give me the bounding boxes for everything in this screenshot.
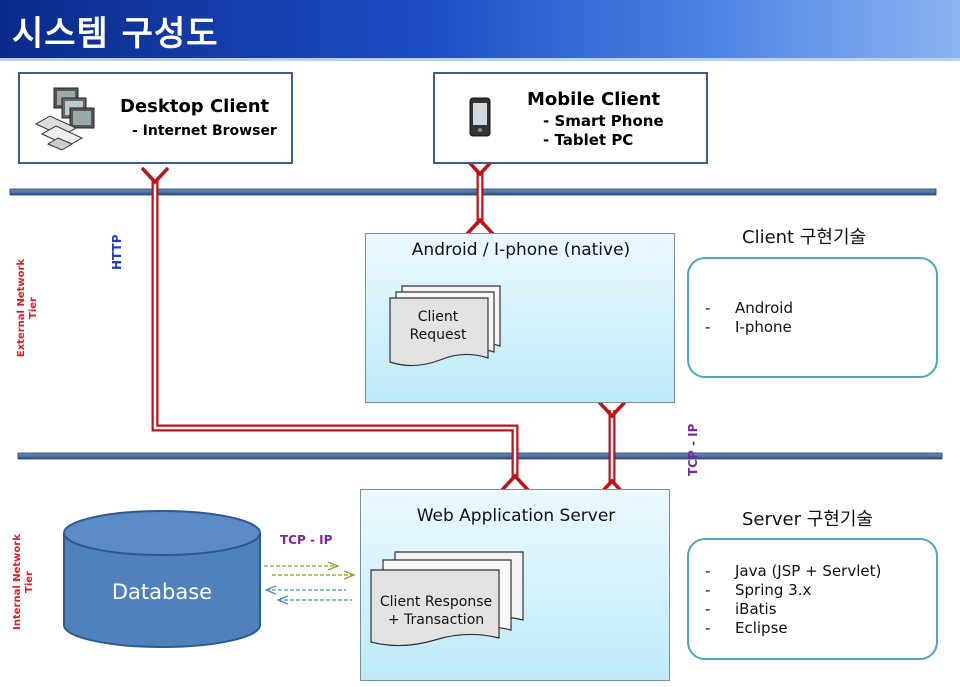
client-tier-panel: Android / I-phone (native) Client Reques…	[365, 233, 675, 403]
desktop-client-box: Desktop Client - Internet Browser	[18, 72, 293, 164]
title-underline	[0, 58, 960, 61]
http-label: HTTP	[110, 234, 124, 270]
server-tech-item: -Eclipse	[705, 619, 788, 637]
internal-network-line	[17, 452, 943, 460]
client-response-line-2: + Transaction	[387, 612, 485, 628]
external-network-line	[9, 188, 937, 196]
external-network-text: External Network	[16, 258, 27, 358]
tcp-ip-db-label: TCP - IP	[280, 533, 333, 547]
client-tier-title: Android / I-phone (native)	[411, 240, 631, 260]
smartphone-icon	[469, 97, 491, 137]
internal-tier-text: Tier	[24, 571, 35, 593]
external-network-tier-label: External Network Tier	[16, 258, 40, 358]
client-tech-item: -I-phone	[705, 318, 792, 336]
mobile-client-detail-1: - Smart Phone	[543, 112, 664, 130]
client-tech-item: -Android	[705, 299, 793, 317]
client-tech-item-text: I-phone	[735, 318, 792, 336]
mobile-client-box: Mobile Client - Smart Phone - Tablet PC	[433, 72, 708, 164]
desktop-client-title: Desktop Client	[120, 96, 270, 117]
title-bar: 시스템 구성도	[0, 0, 960, 58]
database-label: Database	[111, 580, 213, 604]
server-tier-title: Web Application Server	[416, 506, 616, 526]
server-tech-item: -Java (JSP + Servlet)	[705, 562, 882, 580]
client-request-line-1: Client	[417, 309, 459, 325]
page-title: 시스템 구성도	[12, 14, 219, 54]
client-response-line-1: Client Response	[379, 594, 493, 610]
db-data-arrows	[264, 561, 356, 605]
server-tech-box: -Java (JSP + Servlet) -Spring 3.x -iBati…	[687, 538, 938, 660]
server-tech-item: -Spring 3.x	[705, 581, 812, 599]
desktop-computer-icon	[34, 87, 95, 151]
server-tech-item-text: Spring 3.x	[735, 581, 812, 599]
server-tech-item-text: Eclipse	[735, 619, 788, 637]
database-cylinder	[63, 510, 261, 648]
client-tech-heading: Client 구현기술	[742, 227, 867, 248]
client-request-line-2: Request	[409, 327, 467, 343]
tcp-ip-vertical-label: TCP - IP	[686, 423, 700, 476]
client-response-doc-icon	[370, 551, 524, 647]
desktop-client-detail: - Internet Browser	[132, 123, 277, 139]
internal-network-tier-label: Internal Network Tier	[12, 532, 36, 632]
server-tech-item: -iBatis	[705, 600, 777, 618]
server-tech-heading: Server 구현기술	[742, 509, 873, 530]
external-tier-text: Tier	[28, 297, 39, 319]
http-connector	[151, 180, 519, 478]
client-tech-box: -Android -I-phone	[687, 257, 938, 378]
client-request-doc-icon	[389, 285, 501, 367]
server-tech-item-text: Java (JSP + Servlet)	[735, 562, 882, 580]
server-tier-panel: Web Application Server Client Response +…	[360, 489, 670, 681]
client-tech-item-text: Android	[735, 299, 793, 317]
mobile-client-detail-2: - Tablet PC	[543, 131, 634, 149]
server-tech-item-text: iBatis	[735, 600, 777, 618]
mobile-client-title: Mobile Client	[527, 89, 661, 110]
internal-network-text: Internal Network	[12, 534, 23, 630]
